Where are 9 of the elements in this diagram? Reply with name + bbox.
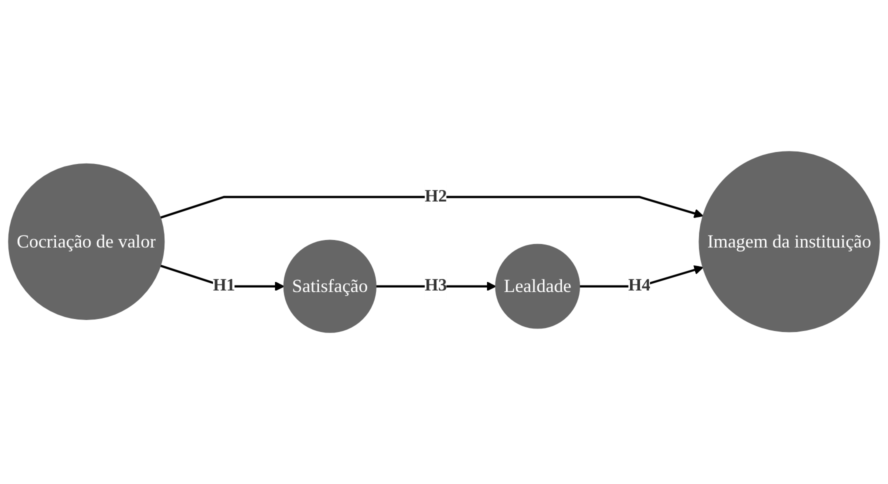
node-circle: Lealdade: [495, 244, 580, 329]
edge-label: H2: [424, 187, 447, 206]
node-circle: Satisfação: [283, 240, 376, 333]
edge-label: H3: [424, 276, 447, 296]
edge-label: H1: [212, 276, 236, 296]
arrow: [160, 196, 704, 219]
edge-label: H4: [628, 276, 650, 296]
node-circle: Cocriação de valor: [8, 163, 165, 320]
node-circle: Imagem da instituição: [698, 151, 880, 332]
